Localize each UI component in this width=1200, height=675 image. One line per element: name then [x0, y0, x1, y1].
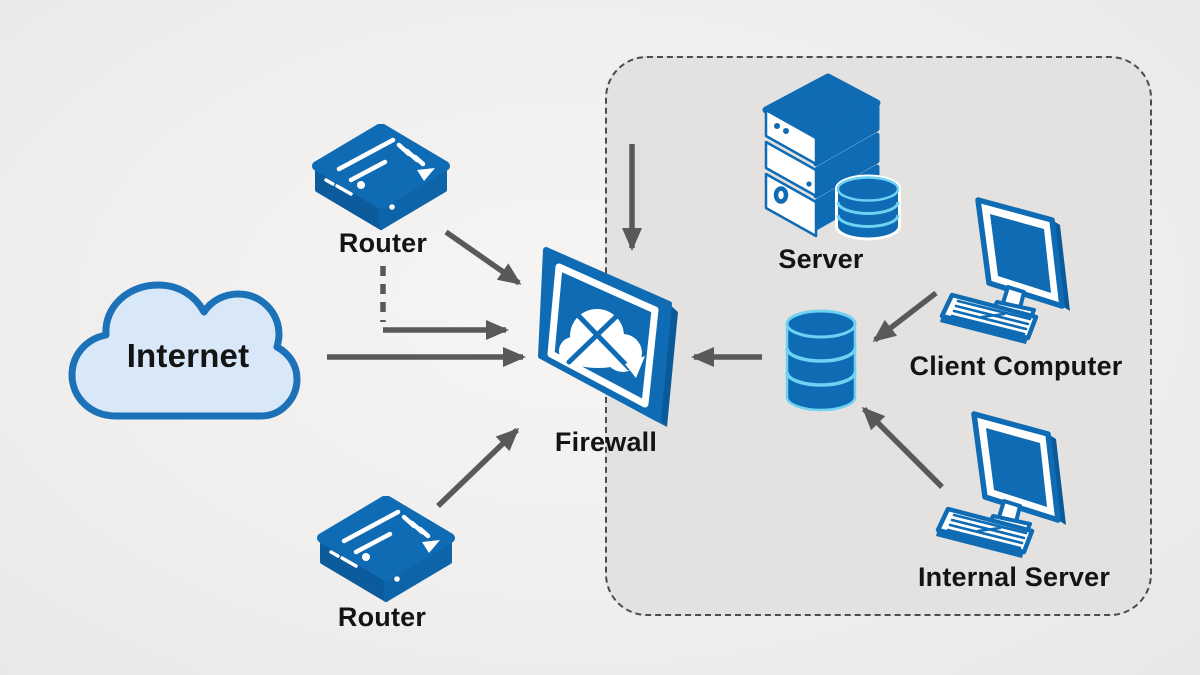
server-icon [762, 73, 901, 241]
firewall-icon [538, 247, 678, 427]
firewall-label: Firewall [554, 427, 658, 457]
server-database-cylinder [835, 174, 901, 241]
router-icon [317, 496, 455, 602]
computer-icon [939, 197, 1070, 344]
internal-server-label: Internal Server [917, 562, 1111, 592]
internet-label: Internet [126, 337, 250, 374]
computer-icon [935, 411, 1066, 558]
router-icon [312, 124, 450, 230]
router-bottom-label: Router [337, 602, 427, 632]
server-label: Server [778, 244, 864, 274]
arrow-router-top-to-firewall [444, 229, 522, 286]
arrow-router-bottom-to-firewall [436, 427, 520, 508]
database-icon [785, 309, 857, 412]
blocked-cloud-glyph [559, 307, 645, 378]
router-top-label: Router [338, 228, 428, 258]
client-computer-label: Client Computer [909, 351, 1123, 381]
cloud-icon [68, 281, 301, 420]
